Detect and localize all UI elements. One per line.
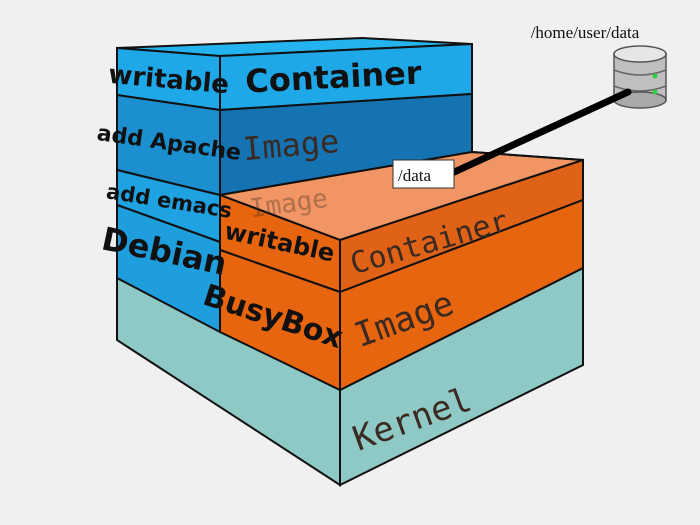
mount-path-label: /data	[398, 166, 431, 185]
orange-image-front	[339, 198, 584, 392]
host-path-label: /home/user/data	[531, 23, 640, 42]
blue-container-label: Container	[244, 53, 422, 100]
mount-connector	[446, 88, 632, 178]
blue-stack	[116, 36, 473, 334]
blue-image-label: Image	[241, 122, 340, 168]
orange-stack	[216, 150, 584, 392]
mount-path-box	[392, 159, 455, 189]
